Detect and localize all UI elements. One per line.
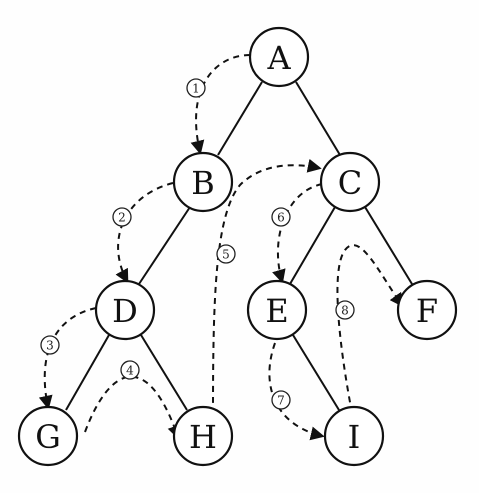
node-e: E xyxy=(246,279,308,341)
node-circle xyxy=(17,405,79,467)
step-number: 7 xyxy=(277,394,285,408)
traversal-path-6 xyxy=(272,183,323,284)
step-number: 6 xyxy=(277,211,285,225)
step-marker-5: 5 xyxy=(216,244,236,264)
traversal-path-4 xyxy=(84,375,181,440)
traversal-path-7 xyxy=(268,342,325,441)
node-d: D xyxy=(94,279,156,341)
traversal-path-8 xyxy=(336,244,404,414)
node-label: C xyxy=(338,164,362,202)
node-circle xyxy=(246,279,308,341)
node-i: I xyxy=(323,405,385,467)
step-number: 4 xyxy=(126,364,134,378)
edge-d-h xyxy=(140,334,188,411)
step-number: 5 xyxy=(222,248,230,262)
edge-c-e xyxy=(289,206,336,285)
traversal-path-5 xyxy=(212,158,322,415)
step-marker-1: 1 xyxy=(186,78,206,98)
tree-edges xyxy=(65,81,413,411)
node-circle xyxy=(319,151,381,213)
edge-b-d xyxy=(138,206,191,285)
node-circle xyxy=(248,26,310,88)
step-marker-4: 4 xyxy=(120,360,140,380)
node-g: G xyxy=(17,405,79,467)
step-circle xyxy=(335,300,355,320)
node-circle xyxy=(323,405,385,467)
step-circle xyxy=(112,207,132,227)
step-number: 8 xyxy=(341,304,349,318)
step-circle xyxy=(216,244,236,264)
node-circle xyxy=(94,279,156,341)
node-label: G xyxy=(35,418,61,456)
step-marker-6: 6 xyxy=(271,207,291,227)
edge-a-c xyxy=(295,81,341,156)
node-circle xyxy=(396,279,458,341)
step-marker-8: 8 xyxy=(335,300,355,320)
node-circle xyxy=(172,151,234,213)
node-c: C xyxy=(319,151,381,213)
node-label: F xyxy=(416,292,438,330)
node-label: D xyxy=(112,292,138,330)
step-marker-3: 3 xyxy=(40,335,60,355)
node-label: E xyxy=(265,292,288,330)
step-number: 3 xyxy=(46,339,54,353)
step-circle xyxy=(40,335,60,355)
step-circle xyxy=(271,390,291,410)
node-label: B xyxy=(191,164,215,202)
edge-d-g xyxy=(65,334,110,411)
node-f: F xyxy=(396,279,458,341)
traversal-path-3 xyxy=(38,307,97,410)
step-markers: 1 2 3 4 5 6 7 8 xyxy=(40,78,355,410)
step-marker-7: 7 xyxy=(271,390,291,410)
edge-a-b xyxy=(217,81,263,156)
edge-e-i xyxy=(292,334,340,411)
traversal-path-2 xyxy=(115,182,174,284)
step-circle xyxy=(120,360,140,380)
edge-c-f xyxy=(364,206,413,285)
traversal-path-1 xyxy=(190,54,251,155)
node-label: I xyxy=(348,418,361,456)
node-b: B xyxy=(172,151,234,213)
tree-nodes: A B C D E F G H I xyxy=(17,26,458,467)
node-h: H xyxy=(172,405,234,467)
step-circle xyxy=(271,207,291,227)
node-label: H xyxy=(189,418,217,456)
step-number: 2 xyxy=(118,211,126,225)
step-number: 1 xyxy=(192,82,200,96)
step-marker-2: 2 xyxy=(112,207,132,227)
node-a: A xyxy=(248,26,310,88)
step-circle xyxy=(186,78,206,98)
node-circle xyxy=(172,405,234,467)
node-label: A xyxy=(266,39,291,77)
